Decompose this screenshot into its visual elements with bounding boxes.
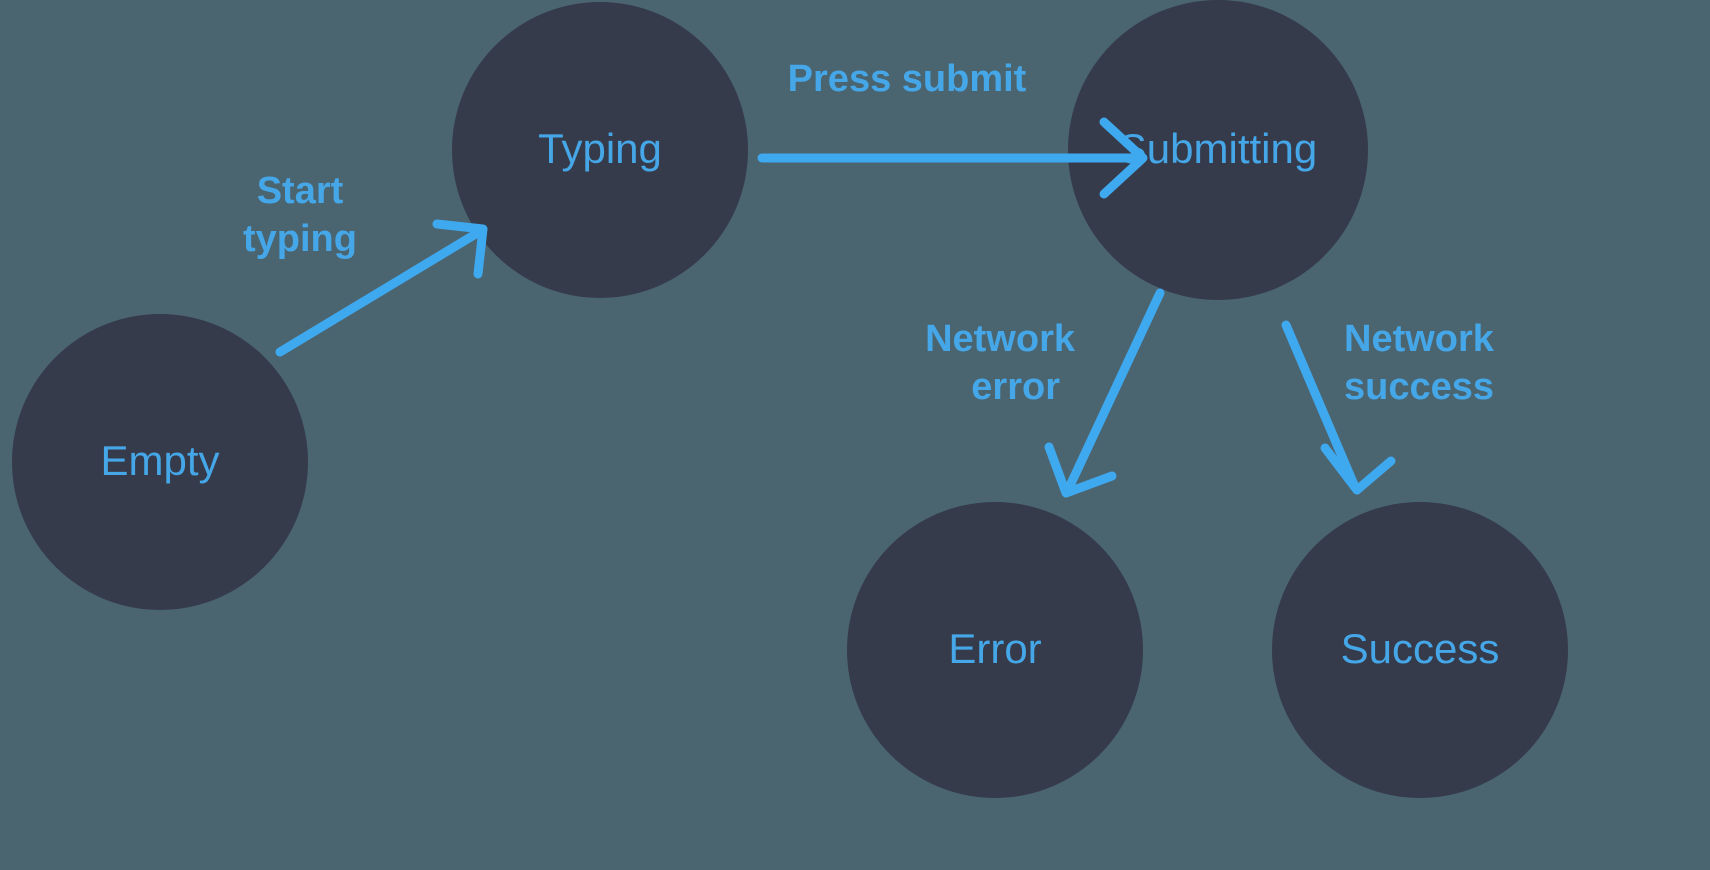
node-error[interactable]: Error <box>847 502 1143 798</box>
edge-empty-to-typing-label-line1: Start <box>257 170 344 212</box>
node-error-circle[interactable] <box>847 502 1143 798</box>
edge-submitting-to-error-line <box>1063 288 1165 495</box>
edge-submitting-to-success-label-line2: success <box>1344 366 1494 408</box>
node-typing-circle[interactable] <box>452 2 748 298</box>
edge-empty-to-typing-line <box>275 227 484 357</box>
edge-empty-to-typing-arrowhead <box>432 219 488 279</box>
edge-submitting-to-success-line <box>1281 320 1360 492</box>
node-empty-label: Empty <box>100 437 219 484</box>
edge-typing-to-submitting-arrowhead <box>1099 117 1148 199</box>
node-success-label: Success <box>1341 625 1500 672</box>
edge-submitting-to-error-arrowhead <box>1044 442 1117 498</box>
edge-submitting-to-error: Network error <box>925 288 1165 498</box>
node-success-circle[interactable] <box>1272 502 1568 798</box>
edge-typing-to-submitting-label: Press submit <box>788 58 1027 100</box>
node-submitting-circle[interactable] <box>1068 0 1368 300</box>
edge-submitting-to-success: Network success <box>1281 318 1495 495</box>
node-typing[interactable]: Typing <box>452 2 748 298</box>
node-empty-circle[interactable] <box>12 314 308 610</box>
node-error-label: Error <box>948 625 1041 672</box>
edge-submitting-to-success-arrowhead <box>1320 443 1396 495</box>
node-typing-label: Typing <box>538 125 662 172</box>
edge-typing-to-submitting: Press submit <box>757 58 1148 199</box>
edge-empty-to-typing: Start typing <box>243 170 488 357</box>
node-submitting-label: Submitting <box>1119 125 1317 172</box>
edge-empty-to-typing-label-line2: typing <box>243 218 357 260</box>
node-success[interactable]: Success <box>1272 502 1568 798</box>
node-submitting[interactable]: Submitting <box>1068 0 1368 300</box>
edge-submitting-to-success-label-line1: Network <box>1344 318 1495 360</box>
edge-submitting-to-error-label-line1: Network <box>925 318 1076 360</box>
edge-submitting-to-error-label-line2: error <box>971 366 1060 408</box>
node-empty[interactable]: Empty <box>12 314 308 610</box>
